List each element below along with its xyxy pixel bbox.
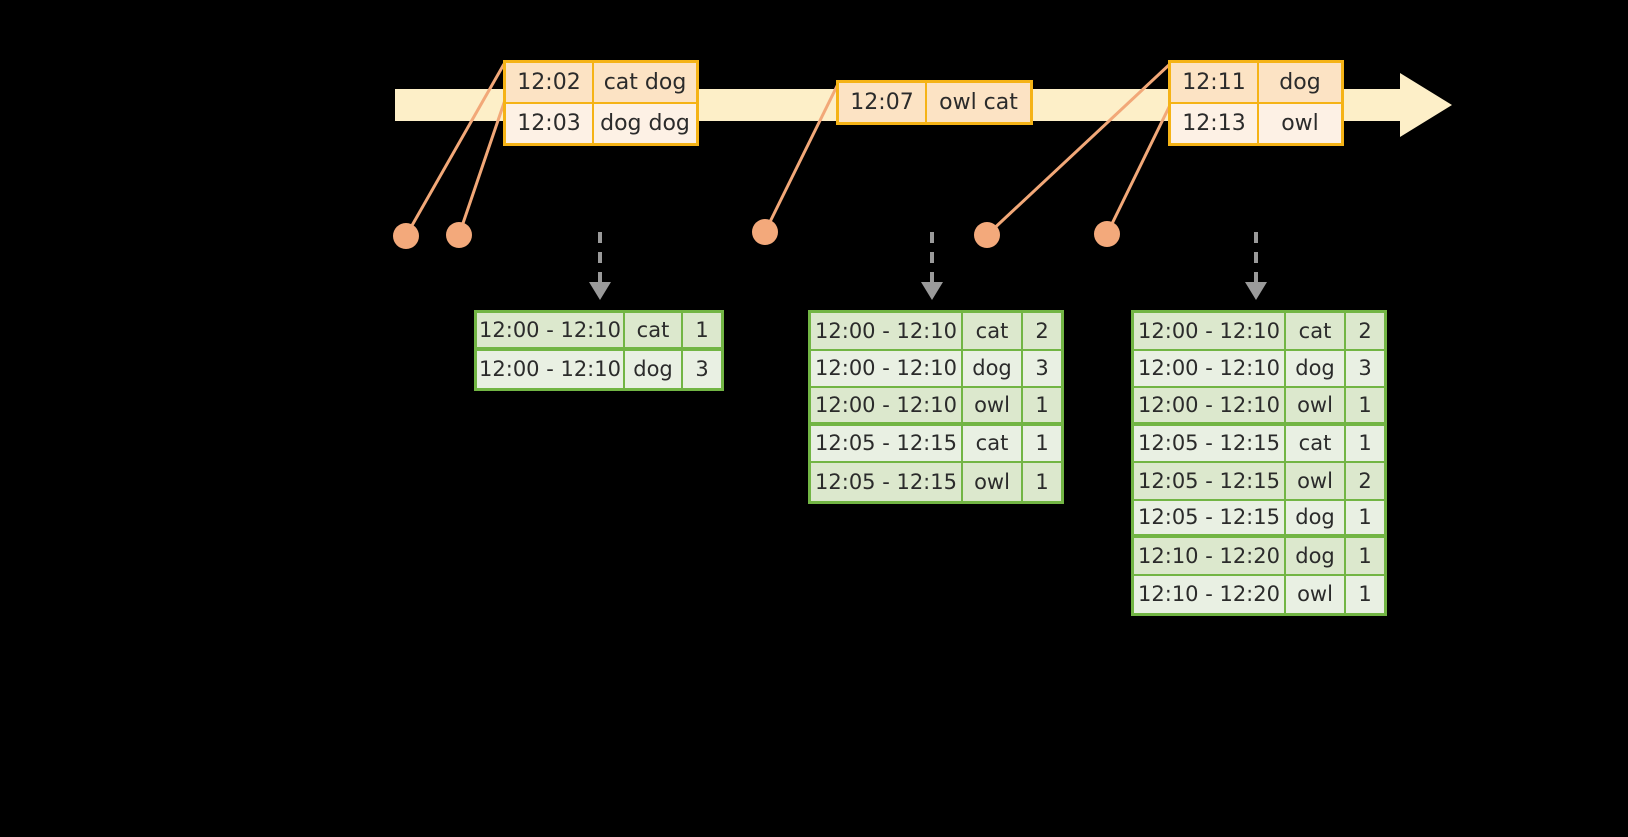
event-dot-icon xyxy=(752,219,778,245)
down-arrow-head-icon xyxy=(1245,282,1267,300)
window-cell: 12:00 - 12:10 xyxy=(1134,350,1286,388)
event-words: cat dog xyxy=(594,63,696,102)
event-words: owl xyxy=(1259,104,1341,143)
down-arrow-head-icon xyxy=(589,282,611,300)
window-cell: 12:10 - 12:20 xyxy=(1134,575,1286,613)
word-cell: cat xyxy=(625,313,683,351)
count-cell: 3 xyxy=(1346,350,1384,388)
event-words: dog dog xyxy=(594,104,696,143)
event-words: dog xyxy=(1259,63,1341,102)
event-dot-icon xyxy=(393,223,419,249)
event-dot-icon xyxy=(1094,221,1120,247)
word-cell: dog xyxy=(1286,350,1346,388)
timeline xyxy=(0,0,1628,180)
count-cell: 1 xyxy=(1346,538,1384,576)
event-timestamp: 12:03 xyxy=(506,104,594,143)
count-cell: 1 xyxy=(1346,575,1384,613)
down-arrow-head-icon xyxy=(921,282,943,300)
count-cell: 3 xyxy=(683,350,721,388)
word-cell: cat xyxy=(1286,313,1346,351)
down-arrow-icons xyxy=(589,232,1267,300)
event-timestamp: 12:07 xyxy=(839,83,927,122)
count-cell: 1 xyxy=(1346,500,1384,538)
count-cell: 2 xyxy=(1346,313,1384,351)
count-cell: 2 xyxy=(1023,313,1061,351)
window-cell: 12:00 - 12:10 xyxy=(811,313,963,351)
count-cell: 3 xyxy=(1023,350,1061,388)
word-cell: dog xyxy=(963,350,1023,388)
count-cell: 1 xyxy=(1023,463,1061,501)
event-timestamp: 12:02 xyxy=(506,63,594,102)
word-cell: dog xyxy=(1286,500,1346,538)
window-cell: 12:00 - 12:10 xyxy=(811,388,963,426)
window-cell: 12:05 - 12:15 xyxy=(811,425,963,463)
word-cell: dog xyxy=(625,350,683,388)
window-cell: 12:10 - 12:20 xyxy=(1134,538,1286,576)
word-cell: cat xyxy=(963,313,1023,351)
window-cell: 12:05 - 12:15 xyxy=(1134,463,1286,501)
event-dot-icon xyxy=(974,222,1000,248)
count-cell: 1 xyxy=(683,313,721,351)
timeline-arrowhead-icon xyxy=(1400,73,1452,137)
word-cell: owl xyxy=(963,388,1023,426)
window-cell: 12:05 - 12:15 xyxy=(1134,500,1286,538)
count-cell: 1 xyxy=(1023,388,1061,426)
count-cell: 1 xyxy=(1346,388,1384,426)
event-timestamp: 12:11 xyxy=(1171,63,1259,102)
window-cell: 12:00 - 12:10 xyxy=(477,350,625,388)
word-cell: dog xyxy=(1286,538,1346,576)
count-cell: 2 xyxy=(1346,463,1384,501)
window-cell: 12:00 - 12:10 xyxy=(1134,313,1286,351)
window-cell: 12:00 - 12:10 xyxy=(811,350,963,388)
event-timestamp: 12:13 xyxy=(1171,104,1259,143)
connector-dots xyxy=(393,219,1120,249)
count-cell: 1 xyxy=(1346,425,1384,463)
window-cell: 12:00 - 12:10 xyxy=(1134,388,1286,426)
word-cell: owl xyxy=(1286,463,1346,501)
window-cell: 12:00 - 12:10 xyxy=(477,313,625,351)
word-cell: cat xyxy=(963,425,1023,463)
word-cell: owl xyxy=(1286,575,1346,613)
window-cell: 12:05 - 12:15 xyxy=(1134,425,1286,463)
word-cell: cat xyxy=(1286,425,1346,463)
event-dot-icon xyxy=(446,222,472,248)
count-cell: 1 xyxy=(1023,425,1061,463)
event-words: owl cat xyxy=(927,83,1030,122)
word-cell: owl xyxy=(1286,388,1346,426)
window-cell: 12:05 - 12:15 xyxy=(811,463,963,501)
word-cell: owl xyxy=(963,463,1023,501)
